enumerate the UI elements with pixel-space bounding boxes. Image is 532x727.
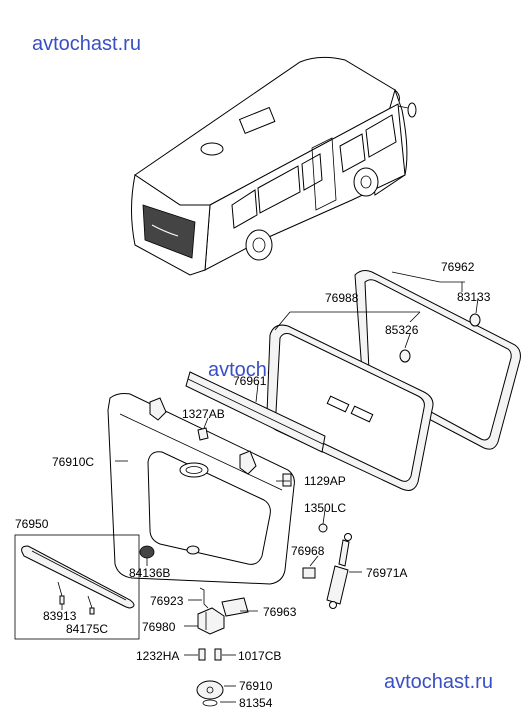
label-1017CB: 1017CB xyxy=(238,649,281,663)
bumper-76968 xyxy=(302,567,316,579)
label-76980: 76980 xyxy=(142,620,176,634)
tailgate-panel xyxy=(107,393,295,585)
label-1350LC: 1350LC xyxy=(304,501,346,515)
clip-83133 xyxy=(469,313,481,327)
gas-lifter xyxy=(326,533,352,609)
label-76910: 76910 xyxy=(239,679,273,693)
leader-lines xyxy=(61,271,479,703)
label-1232HA: 1232HA xyxy=(136,649,179,663)
label-76963: 76963 xyxy=(263,605,297,619)
plug-84136B xyxy=(139,545,155,559)
label-76968: 76968 xyxy=(291,544,325,558)
nut-1350LC xyxy=(318,523,328,533)
bolt-1129AP xyxy=(282,473,292,487)
lock-assembly xyxy=(196,587,249,707)
part-labels: 76962 83133 76988 85326 76961 1327AB 769… xyxy=(15,260,491,710)
label-84136B: 84136B xyxy=(129,566,170,580)
label-76910C: 76910C xyxy=(52,455,94,469)
label-85326: 85326 xyxy=(385,323,419,337)
label-76961: 76961 xyxy=(233,374,267,388)
label-76988: 76988 xyxy=(325,291,359,305)
label-76971A: 76971A xyxy=(366,566,407,580)
label-1129AP: 1129AP xyxy=(304,474,346,488)
label-83133: 83133 xyxy=(457,290,491,304)
clip-85326 xyxy=(399,349,411,363)
watermark-bottom-right: avtochast.ru xyxy=(384,671,493,693)
label-76962: 76962 xyxy=(441,260,475,274)
bus-illustration xyxy=(131,56,417,276)
label-83913: 83913 xyxy=(43,609,77,623)
bolt-1327AB xyxy=(197,427,209,441)
garnish-box xyxy=(14,534,140,640)
molding-76961 xyxy=(185,371,326,453)
label-1327AB: 1327AB xyxy=(182,407,225,421)
label-76923: 76923 xyxy=(150,594,184,608)
watermark-top-left: avtochast.ru xyxy=(32,33,141,55)
label-76950: 76950 xyxy=(15,517,49,531)
label-81354: 81354 xyxy=(239,696,273,710)
label-84175C: 84175C xyxy=(66,622,108,636)
